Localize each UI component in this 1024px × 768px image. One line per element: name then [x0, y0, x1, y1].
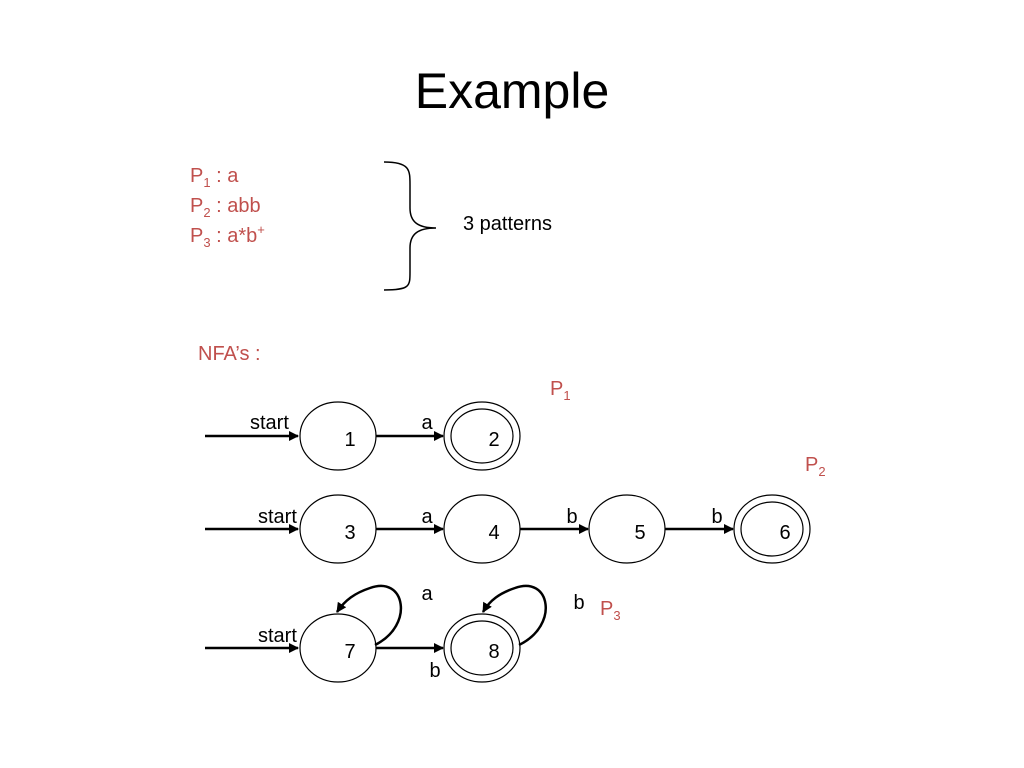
nfa-label-p2: P2 — [805, 454, 826, 479]
brace-label: 3 patterns — [463, 213, 552, 235]
state-6-accept-ring — [740, 501, 804, 557]
state-8-accept-ring — [450, 620, 514, 676]
nfa-heading: NFA’s : — [198, 343, 261, 365]
pattern-3-rest: : a*b — [210, 225, 258, 247]
pattern-3-sub: 3 — [203, 235, 211, 250]
state-2-label: 2 — [488, 429, 499, 451]
state-3 — [299, 494, 377, 564]
state-5-label: 5 — [634, 522, 645, 544]
state-6 — [733, 494, 811, 564]
nfa-label-p2-p: P — [805, 454, 819, 476]
slide-title: Example — [414, 63, 610, 119]
nfa-label-p1-p: P — [550, 378, 564, 400]
self-loop-8-label: b — [573, 592, 584, 614]
edge-3-4-label: a — [421, 506, 433, 528]
state-8 — [443, 613, 521, 683]
state-8-label: 8 — [488, 641, 499, 663]
start-label-2: start — [258, 506, 297, 528]
nfa-label-p1-sub: 1 — [563, 388, 571, 403]
pattern-1: P1 : a — [190, 164, 238, 190]
curly-brace — [383, 161, 437, 291]
edge-4-5-label: b — [566, 506, 577, 528]
pattern-2: P2 : abb — [190, 194, 261, 220]
pattern-3-p: P — [190, 225, 204, 247]
pattern-3: P3 : a*b+ — [190, 222, 265, 250]
state-2 — [443, 401, 521, 471]
nfa-label-p1: P1 — [550, 378, 571, 403]
state-3-label: 3 — [344, 522, 355, 544]
nfa-label-p2-sub: 2 — [818, 464, 826, 479]
pattern-2-rest: : abb — [210, 195, 261, 217]
state-4-label: 4 — [488, 522, 499, 544]
self-loop-8 — [481, 584, 547, 647]
self-loop-7 — [335, 584, 403, 647]
state-1 — [299, 401, 377, 471]
nfa-label-p3: P3 — [600, 598, 621, 623]
pattern-2-sub: 2 — [203, 205, 211, 220]
pattern-1-sub: 1 — [203, 175, 211, 190]
nfa-label-p3-p: P — [600, 598, 614, 620]
state-1-label: 1 — [344, 429, 355, 451]
edge-1-2-label: a — [421, 412, 433, 434]
state-5 — [588, 494, 666, 564]
start-label-3: start — [258, 625, 297, 647]
state-4 — [443, 494, 521, 564]
pattern-1-rest: : a — [210, 165, 239, 187]
state-6-label: 6 — [779, 522, 790, 544]
pattern-1-p: P — [190, 165, 204, 187]
pattern-3-sup: + — [257, 222, 265, 237]
state-7-label: 7 — [344, 641, 355, 663]
edge-5-6-label: b — [711, 506, 722, 528]
edge-7-8-label: b — [429, 660, 440, 682]
nfa-label-p3-sub: 3 — [613, 608, 621, 623]
self-loop-7-label: a — [421, 583, 433, 605]
pattern-2-p: P — [190, 195, 204, 217]
start-label-1: start — [250, 412, 289, 434]
state-2-accept-ring — [450, 408, 514, 464]
state-7 — [299, 613, 377, 683]
